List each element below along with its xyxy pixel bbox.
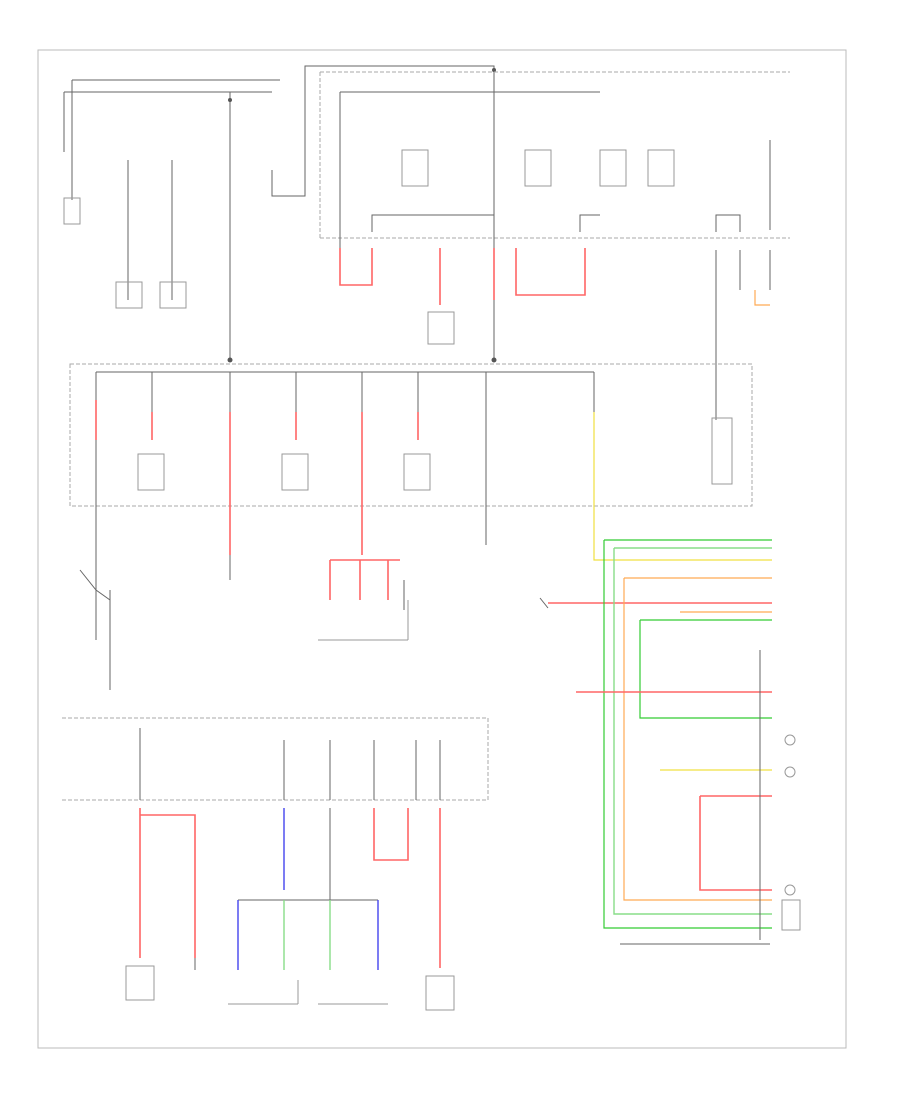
- red-harness-wire: [576, 691, 772, 891]
- junction-dot: [491, 357, 497, 363]
- load-box: [425, 975, 455, 1011]
- fuse-link-wires: [371, 214, 600, 232]
- gauge-box: [781, 899, 801, 931]
- fuse-box: [137, 453, 165, 491]
- green-harness-wire: [603, 539, 772, 929]
- right-feed-wires: [715, 140, 771, 420]
- red-load-wires: [139, 808, 196, 958]
- lamp-symbol: [784, 734, 796, 746]
- arrow-symbol: [539, 597, 549, 609]
- secondary-fuse-bar-outline: [62, 717, 489, 801]
- blue-branch-wires: [237, 900, 379, 970]
- underhood-fuse-box-outline: [319, 71, 790, 239]
- driver-fuse-box-outline: [69, 363, 753, 507]
- relay-box: [647, 149, 675, 187]
- lamp-symbol: [784, 884, 796, 896]
- underhood-fuse-box-section: [319, 71, 790, 420]
- light-green-branch-wires: [283, 900, 331, 970]
- connector-bracket: [318, 600, 409, 641]
- fuse-box: [401, 149, 429, 187]
- driver-bus-wires: [95, 371, 595, 555]
- red-branch-wires: [493, 248, 586, 300]
- generator-box: [159, 281, 187, 309]
- diagram-frame: [37, 49, 847, 1049]
- right-down-wires: [739, 250, 771, 290]
- ignition-wires: [95, 520, 111, 690]
- underhood-bus-wires: [339, 91, 600, 248]
- fuse-box: [524, 149, 552, 187]
- fuse-box: [281, 453, 309, 491]
- fuse-box: [403, 453, 431, 491]
- light-green-harness-wire: [613, 547, 772, 915]
- red-harness-wires: [329, 559, 400, 600]
- battery-power-supply-section: [63, 65, 497, 363]
- ac-clutch-relay-box: [427, 311, 455, 345]
- junction-dot: [492, 68, 496, 72]
- orange-harness-wire: [623, 577, 772, 901]
- lamp-symbol: [784, 766, 796, 778]
- orange-stub-wire: [754, 290, 770, 306]
- junction-dot: [228, 98, 232, 102]
- ecm-harness-section: [576, 539, 801, 945]
- switch-symbol: [79, 569, 111, 601]
- starter-box: [115, 281, 143, 309]
- starter-generator-wires: [127, 160, 173, 300]
- ecm-bus-wires: [620, 650, 770, 945]
- ignition-section: [79, 520, 772, 690]
- battery-main-wires: [63, 79, 280, 160]
- load-bracket-lines: [228, 980, 388, 1005]
- abs-modulator-box: [125, 965, 155, 1001]
- yellow-signal-wire: [593, 412, 772, 561]
- load-bus-wires: [238, 808, 378, 901]
- green-branch-wire: [639, 619, 772, 719]
- battery-symbol: [63, 197, 81, 225]
- underhood-feed-wire: [271, 65, 495, 362]
- driver-fuse-box-section: [69, 363, 772, 561]
- red-loop-wire: [339, 248, 373, 286]
- relay-box: [711, 417, 733, 485]
- secondary-fuse-wires: [139, 728, 441, 800]
- red-loop-wire: [373, 808, 409, 861]
- bottom-loads-section: [62, 717, 489, 1011]
- driver-red-fuse-wires: [95, 400, 419, 555]
- relay-box: [599, 149, 627, 187]
- junction-dot: [227, 357, 233, 363]
